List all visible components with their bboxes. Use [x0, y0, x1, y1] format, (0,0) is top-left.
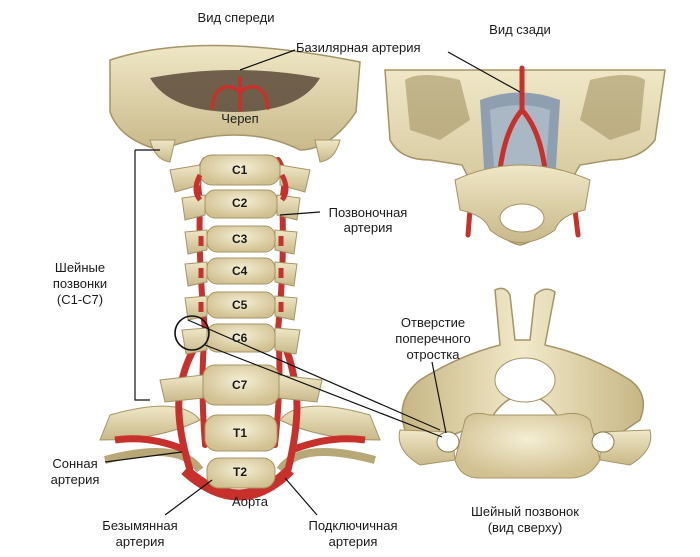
label-carotid-2: артерия — [50, 472, 100, 487]
label-subclavian-2: артерия — [328, 534, 378, 549]
foramen-highlight-circle — [174, 315, 210, 351]
vertebra-top-view — [398, 287, 652, 479]
aortic-arch — [181, 465, 294, 501]
vertebra-label-c2: C2 — [232, 196, 248, 210]
vertebra-label-c6: C6 — [232, 331, 248, 345]
label-foramen-3: отростка — [406, 347, 460, 362]
subclavian-left — [114, 435, 187, 454]
label-foramen-2: поперечного — [395, 331, 471, 346]
basilar-artery-front — [210, 76, 270, 112]
vertebra-label-t2: T2 — [233, 465, 248, 479]
label-aorta: Аорта — [232, 494, 268, 509]
back-view — [384, 65, 666, 246]
vertebra-label-c1: C1 — [232, 163, 248, 177]
label-subclavian-1: Подключичная — [308, 518, 398, 533]
label-vertebral-artery-2: артерия — [343, 220, 393, 235]
label-cervical-1: Шейные — [54, 260, 106, 275]
vertebra-label-c5: C5 — [232, 298, 248, 312]
front-view — [99, 44, 381, 501]
transverse-foramen-left — [436, 431, 460, 453]
subclavian-right — [290, 435, 366, 454]
label-carotid-1: Сонная — [52, 456, 98, 471]
leader-lines — [104, 49, 521, 516]
label-vertebral-artery-1: Позвоночная — [328, 205, 408, 220]
view-title-back: Вид сзади — [489, 22, 551, 37]
vertebral-column — [159, 154, 323, 489]
vertebra-label-c7: C7 — [232, 378, 248, 392]
label-top-view-2: (вид сверху) — [487, 520, 563, 535]
label-cervical-3: (С1-С7) — [56, 292, 104, 307]
vertebra-label-t1: T1 — [233, 426, 248, 440]
vertebra-label-c3: C3 — [232, 232, 248, 246]
label-foramen-1: Отверстие — [400, 315, 466, 330]
label-innominate-1: Безымянная — [102, 518, 178, 533]
label-skull: Череп — [221, 111, 259, 126]
transverse-foramen-right — [591, 431, 615, 453]
vertebra-label-c4: C4 — [232, 264, 248, 278]
label-cervical-2: позвонки — [52, 276, 108, 291]
label-top-view-1: Шейный позвонок — [471, 504, 579, 519]
label-innominate-2: артерия — [115, 534, 165, 549]
view-title-front: Вид спереди — [197, 10, 275, 25]
label-basilar-artery: Базилярная артерия — [296, 40, 421, 55]
